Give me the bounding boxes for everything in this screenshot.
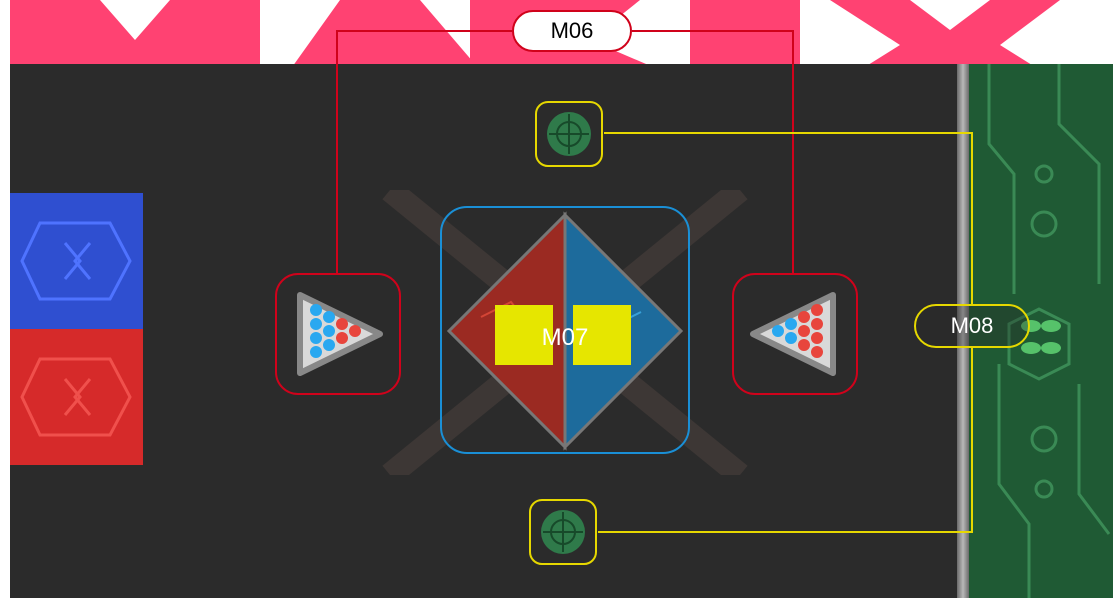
billiard-rack-icon [750, 292, 836, 376]
top-target-marker [535, 101, 603, 167]
billiard-rack-icon [297, 292, 383, 376]
left-rack-marker [275, 273, 401, 395]
circuit-pattern [987, 64, 1111, 598]
yellow-block-left [495, 305, 553, 365]
diamond-zone-icon [446, 211, 684, 451]
side-rail [957, 64, 969, 598]
crosshair-target-icon [547, 112, 591, 156]
start-mats [10, 193, 143, 465]
yellow-block-right [573, 305, 631, 365]
green-circuit-zone [969, 64, 1113, 598]
m06-label: M06 [512, 10, 632, 52]
bottom-target-marker [529, 499, 597, 565]
right-rack-marker [732, 273, 858, 395]
red-mat-pattern [20, 357, 132, 437]
crosshair-target-icon [541, 510, 585, 554]
blue-mat-pattern [20, 221, 132, 301]
m07-label: M07 [541, 324, 589, 351]
m07-zone-marker [440, 206, 690, 454]
m08-label: M08 [914, 304, 1030, 348]
